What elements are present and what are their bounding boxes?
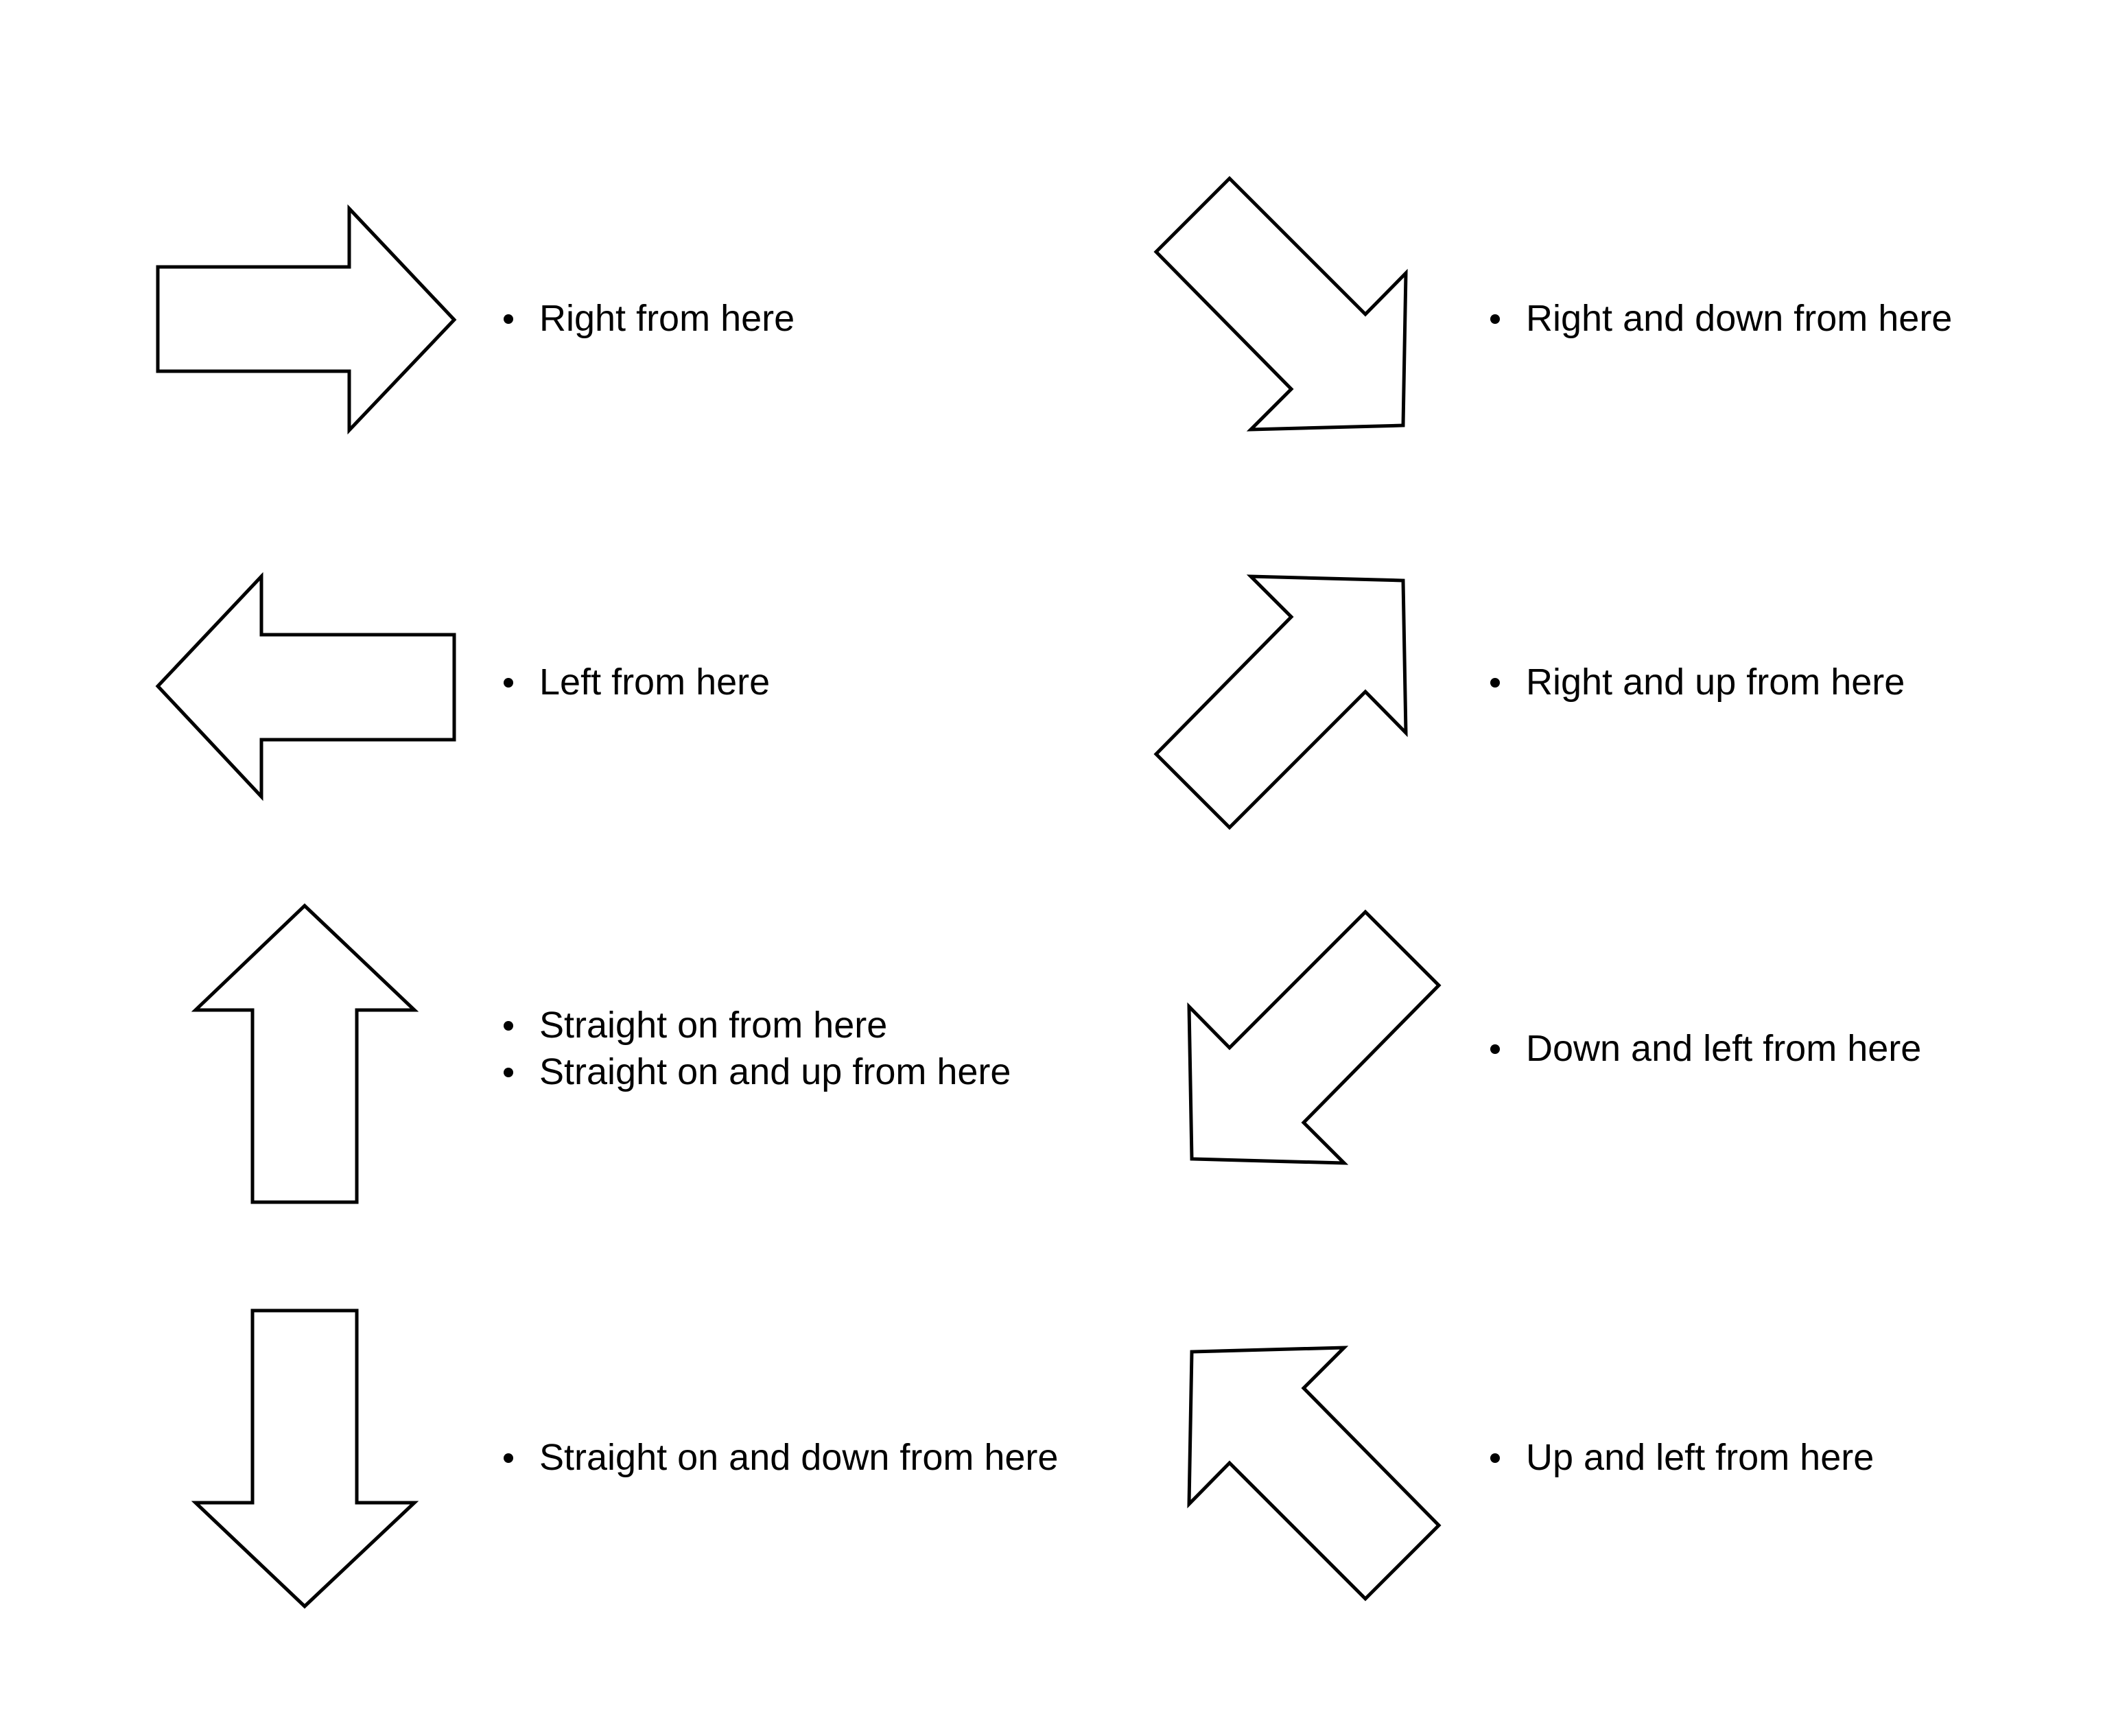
list-item: Straight on from here — [504, 1002, 1011, 1048]
list-item: Straight on and down from here — [504, 1434, 1058, 1481]
list-item: Down and left from here — [1490, 1025, 1921, 1072]
list-item: Left from here — [504, 659, 770, 705]
label-list-up-left: Up and left from here — [1490, 1434, 1874, 1481]
arrow-left-icon — [155, 572, 456, 801]
label-list-down-left: Down and left from here — [1490, 1025, 1921, 1072]
arrow-up-icon — [191, 903, 419, 1204]
label-list-left: Left from here — [504, 659, 770, 705]
list-item: Right and up from here — [1490, 659, 1905, 705]
label-list-right-up: Right and up from here — [1490, 659, 1905, 705]
label-list-down: Straight on and down from here — [504, 1434, 1058, 1481]
list-item: Right from here — [504, 295, 795, 342]
list-item: Right and down from here — [1490, 295, 1952, 342]
arrow-right-icon — [156, 204, 457, 435]
arrow-up-right-icon — [1153, 574, 1408, 830]
arrow-down-right-icon — [1153, 176, 1408, 432]
list-item: Straight on and up from here — [504, 1048, 1011, 1095]
arrow-up-left-icon — [1187, 1346, 1442, 1602]
arrow-down-icon — [191, 1309, 419, 1609]
arrow-down-left-icon — [1187, 909, 1442, 1165]
label-list-right-down: Right and down from here — [1490, 295, 1952, 342]
list-item: Up and left from here — [1490, 1434, 1874, 1481]
label-list-right: Right from here — [504, 295, 795, 342]
label-list-straight: Straight on from here Straight on and up… — [504, 1002, 1011, 1095]
